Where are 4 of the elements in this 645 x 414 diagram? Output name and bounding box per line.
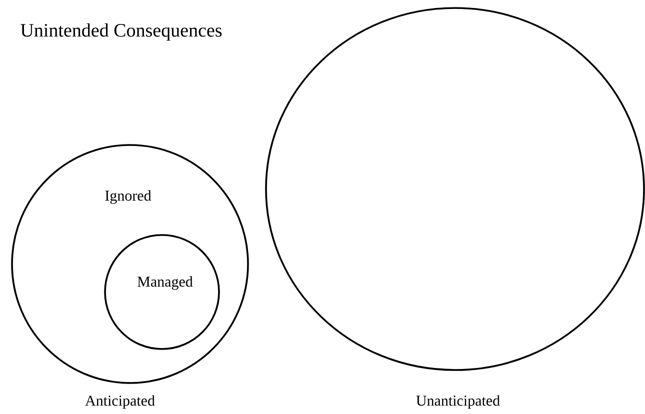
title: Unintended Consequences bbox=[20, 23, 222, 41]
set-label: Unanticipated bbox=[416, 395, 500, 409]
circle bbox=[265, 7, 645, 371]
set-label: Anticipated bbox=[85, 395, 155, 409]
